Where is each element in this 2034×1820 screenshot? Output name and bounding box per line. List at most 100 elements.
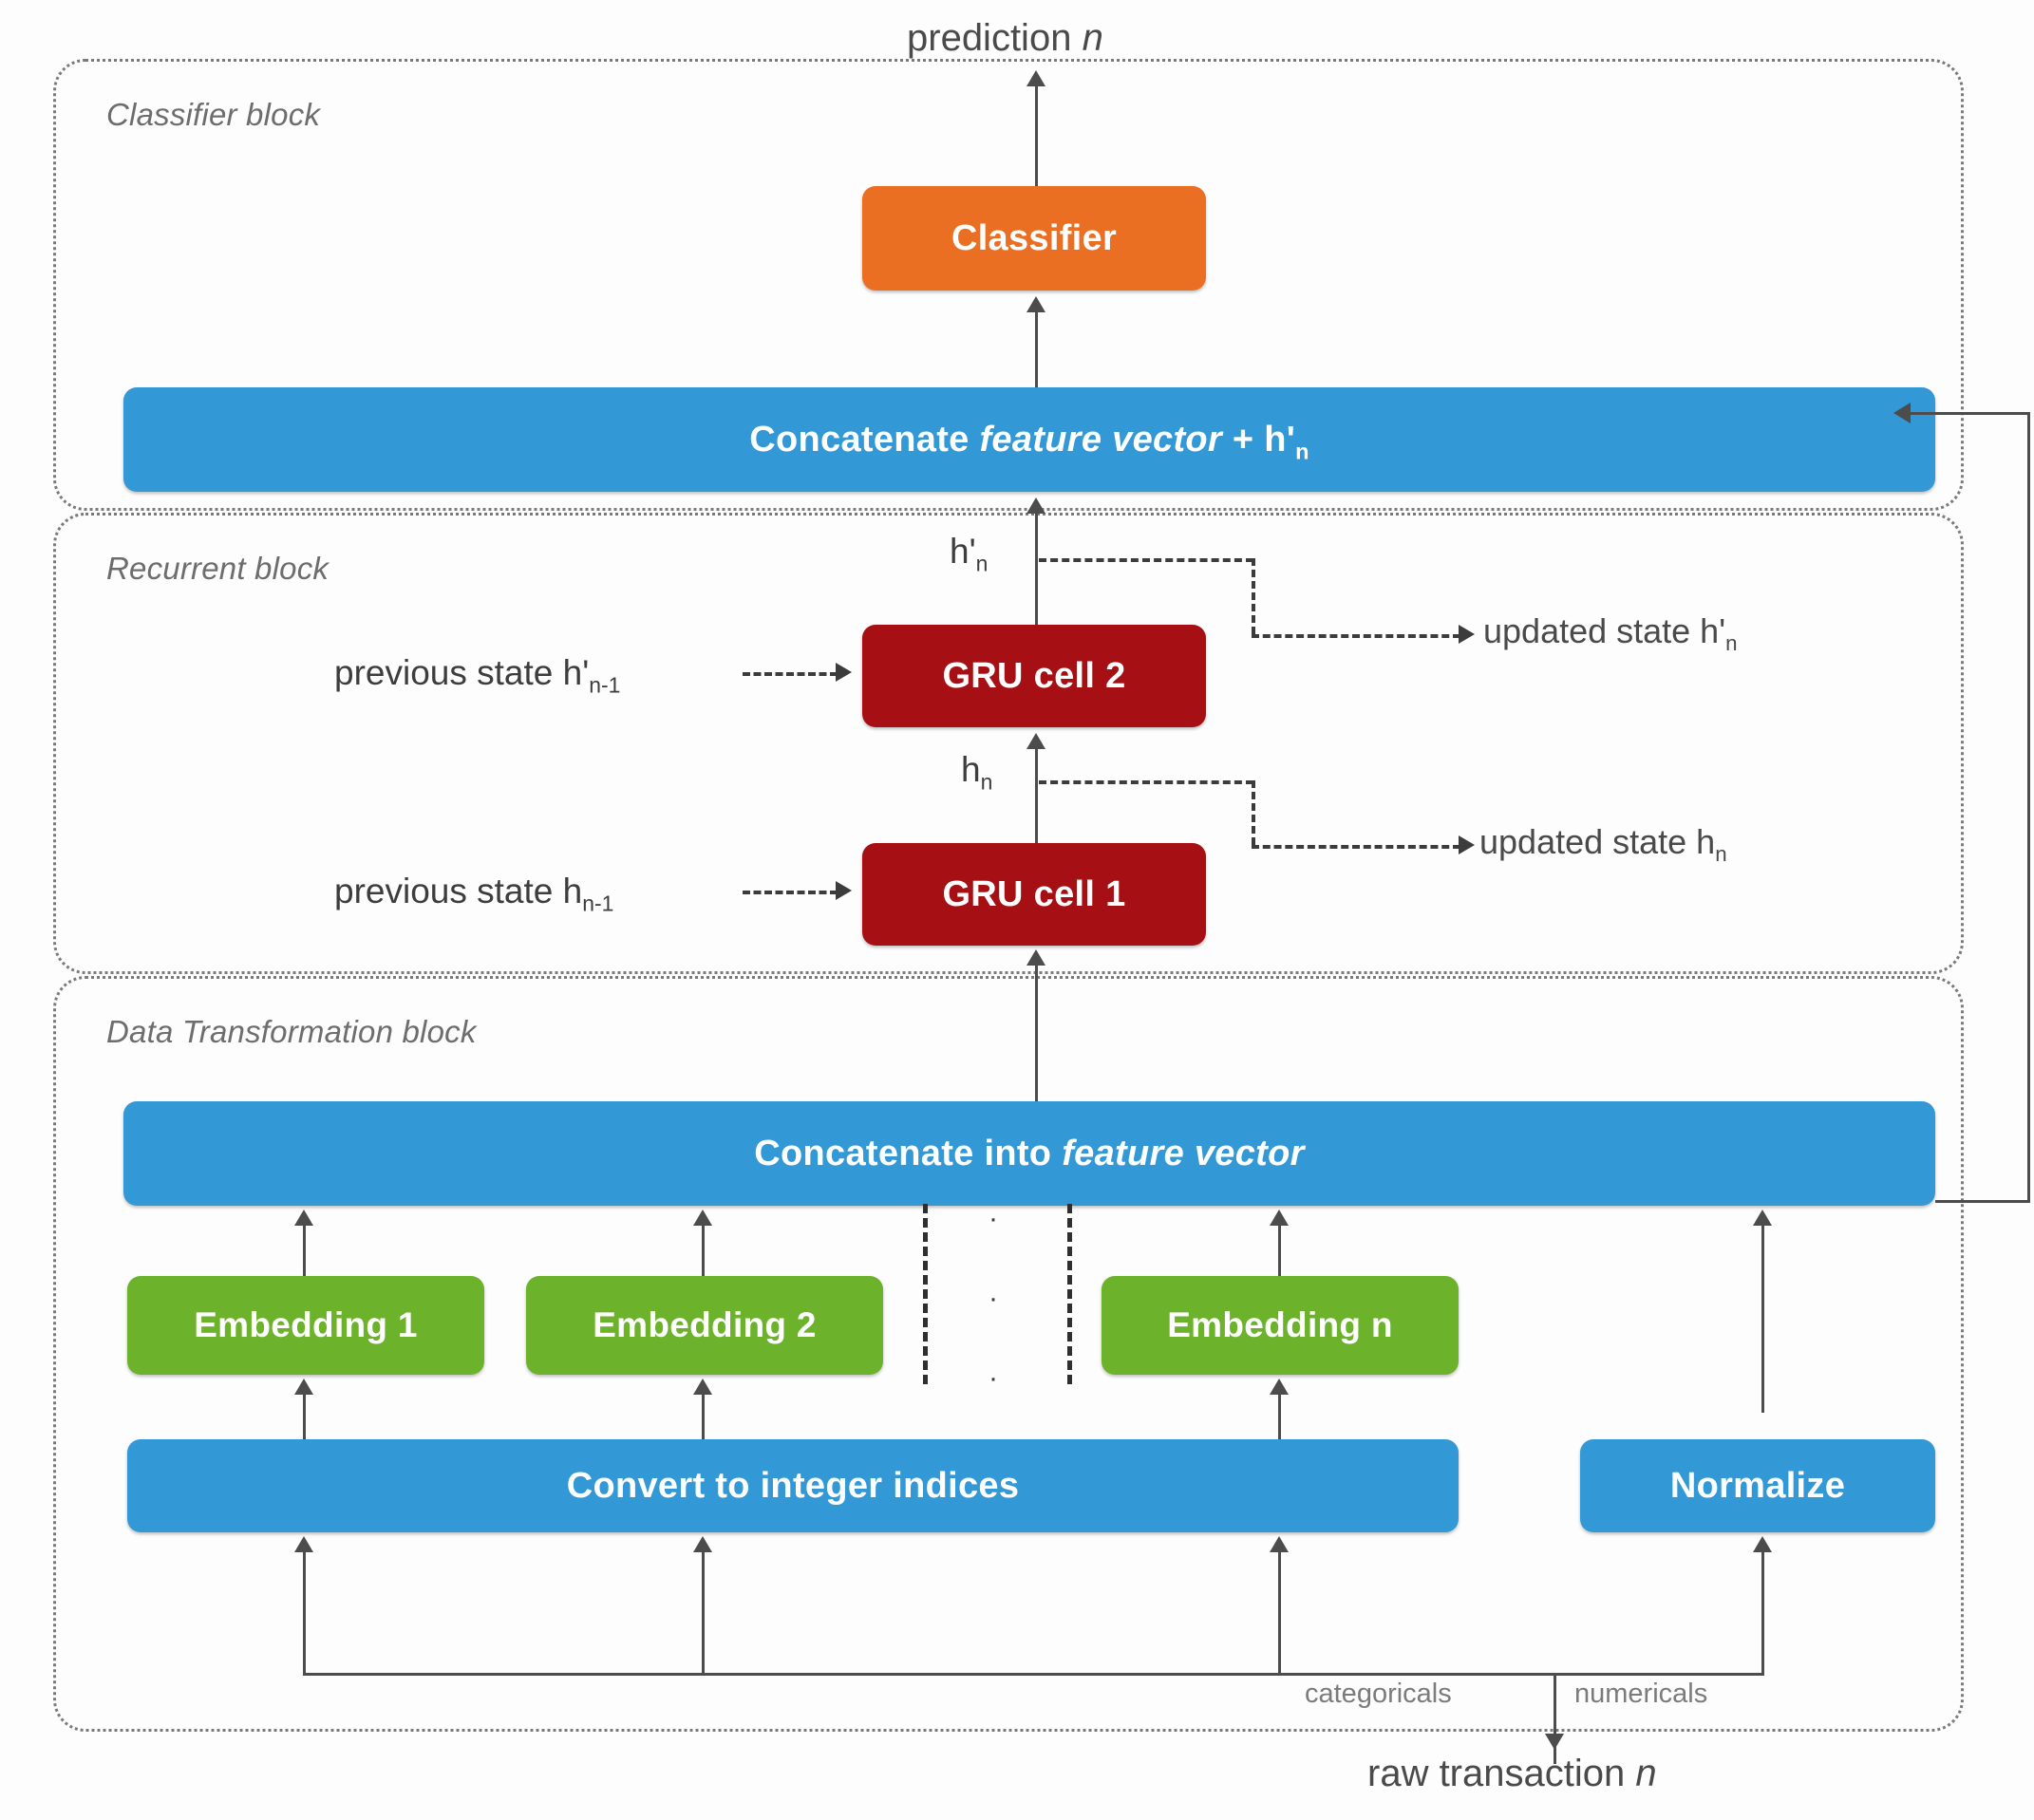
arrow-embeddingn-to-concat: [1270, 1210, 1289, 1226]
group-data-transformation-block: [53, 976, 1964, 1732]
arrow-prev-state-1-into-gru1: [836, 881, 852, 900]
node-embedding-1-label: Embedding 1: [194, 1305, 418, 1344]
concat-top-italic: feature vector: [979, 419, 1222, 460]
line-embeddingn-to-concat: [1278, 1223, 1281, 1276]
prev-state-1-sub: n-1: [582, 891, 614, 916]
line-convert-to-embedding1: [303, 1392, 306, 1439]
node-concat-top-label: Concatenate feature vector + h'n: [749, 419, 1309, 464]
node-gru-cell-2-label: GRU cell 2: [942, 655, 1126, 696]
node-normalize[interactable]: Normalize: [1580, 1439, 1935, 1532]
dash-h-prime-tap-to-label: [1252, 634, 1460, 638]
line-feedback-vertical: [2027, 412, 2030, 1202]
dash-h-n-tap-to-label: [1252, 845, 1460, 849]
node-concatenate-into-feature-vector[interactable]: Concatenate into feature vector: [123, 1101, 1935, 1206]
node-classifier[interactable]: Classifier: [862, 186, 1206, 291]
node-classifier-label: Classifier: [951, 217, 1118, 258]
node-embedding-1[interactable]: Embedding 1: [127, 1276, 484, 1375]
label-previous-state-h-n-1: previous state hn-1: [334, 872, 613, 914]
line-embedding1-to-concat: [303, 1223, 306, 1276]
line-concat-top-to-classifier: [1035, 310, 1038, 387]
node-embedding-n[interactable]: Embedding n: [1102, 1276, 1459, 1375]
arrow-embedding2-to-concat: [693, 1210, 712, 1226]
label-h-prime-n-text: h': [950, 532, 976, 571]
label-h-prime-n: h'n: [950, 532, 989, 576]
label-previous-state-h-prime-n-1: previous state h'n-1: [334, 653, 620, 696]
dash-prev-state-2-to-gru2: [743, 672, 838, 676]
label-h-n: hn: [961, 750, 992, 793]
line-convert-to-embeddingn: [1278, 1392, 1281, 1439]
prediction-output-text: prediction: [907, 17, 1072, 59]
concat-top-prefix: Concatenate: [749, 419, 980, 460]
updated-state-2-sub: n: [1725, 631, 1738, 656]
dash-h-prime-tap-horizontal: [1039, 558, 1253, 562]
line-normalize-to-concat: [1761, 1223, 1764, 1413]
concat-bottom-prefix: Concatenate into: [754, 1133, 1063, 1173]
line-feedback-bottom: [1935, 1200, 2030, 1203]
group-label-data-transformation-block: Data Transformation block: [106, 1014, 477, 1049]
line-numericals-bus: [1554, 1673, 1764, 1676]
arrow-concat-top-to-classifier: [1026, 296, 1045, 312]
label-h-n-text: h: [961, 750, 981, 789]
arrow-bus-to-convert-2: [693, 1536, 712, 1552]
arrow-gru1-to-gru2: [1026, 733, 1045, 749]
dash-h-n-tap-horizontal: [1039, 780, 1253, 784]
node-convert-label: Convert to integer indices: [566, 1465, 1020, 1506]
line-numericals-to-normalize: [1761, 1549, 1764, 1675]
node-embedding-2-label: Embedding 2: [593, 1305, 817, 1344]
arrow-convert-to-embedding1: [294, 1379, 313, 1395]
node-convert-to-integer-indices[interactable]: Convert to integer indices: [127, 1439, 1459, 1532]
node-embedding-2[interactable]: Embedding 2: [526, 1276, 883, 1375]
arrow-updated-state-2: [1459, 625, 1475, 644]
node-normalize-label: Normalize: [1669, 1465, 1846, 1506]
arrow-bus-to-convert-3: [1270, 1536, 1289, 1552]
ellipsis-separator-left: [923, 1204, 928, 1384]
label-numericals: numericals: [1574, 1679, 1708, 1709]
arrow-gru2-to-concat-top: [1026, 497, 1045, 514]
arrow-concat-bottom-to-gru1: [1026, 949, 1045, 966]
updated-state-2-text: updated state h': [1483, 611, 1726, 650]
line-categoricals-bus: [303, 1673, 1556, 1676]
label-h-n-sub: n: [980, 769, 993, 795]
node-gru-cell-2[interactable]: GRU cell 2: [862, 625, 1206, 727]
updated-state-1-text: updated state h: [1479, 822, 1716, 861]
prev-state-2-text: previous state h': [334, 653, 590, 692]
group-label-classifier-block: Classifier block: [106, 97, 321, 132]
arrow-feedback-into-concat-top: [1893, 403, 1911, 423]
ellipsis-separator-right: [1067, 1204, 1072, 1384]
concat-top-suffix: + h': [1222, 419, 1296, 460]
prev-state-2-sub: n-1: [589, 672, 621, 698]
label-updated-state-h-n: updated state hn: [1479, 822, 1727, 865]
group-recurrent-block: [53, 513, 1964, 974]
dash-h-n-tap-vertical: [1252, 780, 1255, 845]
concat-bottom-italic: feature vector: [1062, 1133, 1305, 1173]
concat-top-subscript: n: [1295, 439, 1309, 464]
group-classifier-block: [53, 59, 1964, 511]
node-concat-bottom-label: Concatenate into feature vector: [754, 1134, 1304, 1174]
node-embedding-n-label: Embedding n: [1167, 1305, 1393, 1344]
arrow-classifier-to-prediction: [1026, 70, 1045, 86]
prediction-output-index: n: [1082, 17, 1103, 59]
raw-transaction-text: raw transaction: [1367, 1753, 1626, 1794]
line-bus-to-convert-2: [702, 1549, 705, 1675]
label-updated-state-h-prime-n: updated state h'n: [1483, 611, 1738, 654]
node-concatenate-feature-vector-plus-hn[interactable]: Concatenate feature vector + h'n: [123, 387, 1935, 492]
raw-transaction-label: raw transaction n: [1367, 1753, 1657, 1795]
label-h-prime-n-sub: n: [975, 551, 989, 576]
line-embedding2-to-concat: [702, 1223, 705, 1276]
arrow-normalize-to-concat: [1753, 1210, 1772, 1226]
dash-h-prime-tap-vertical: [1252, 558, 1255, 634]
label-categoricals: categoricals: [1305, 1679, 1452, 1709]
line-feedback-top: [1911, 412, 2028, 415]
line-gru1-to-gru2: [1035, 746, 1038, 845]
line-gru2-to-concat-top: [1035, 511, 1038, 627]
raw-transaction-index: n: [1635, 1753, 1657, 1794]
arrow-embedding1-to-concat: [294, 1210, 313, 1226]
arrow-convert-to-embedding2: [693, 1379, 712, 1395]
arrow-updated-state-1: [1459, 835, 1475, 854]
line-raw-transaction-stem: [1554, 1673, 1556, 1745]
node-gru-cell-1[interactable]: GRU cell 1: [862, 843, 1206, 946]
prev-state-1-text: previous state h: [334, 872, 583, 910]
line-concat-bottom-to-gru1: [1035, 961, 1038, 1103]
ellipsis-dots: ···: [989, 1203, 998, 1394]
